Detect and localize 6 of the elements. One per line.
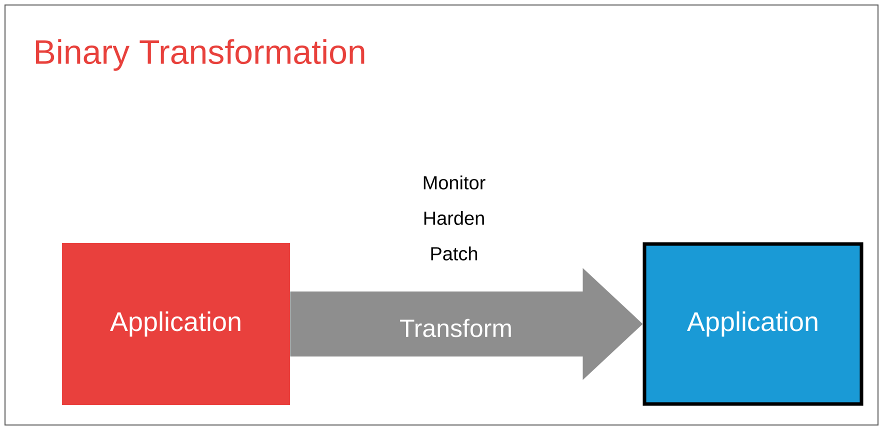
- application-box: Application: [642, 242, 864, 406]
- slide-title: Binary Transformation: [36, 39, 364, 71]
- transform-arrow: [290, 268, 643, 380]
- edge-label: Transform: [400, 318, 511, 338]
- application-box: Application: [62, 242, 290, 405]
- step-list: Monitor Harden Patch: [424, 176, 486, 260]
